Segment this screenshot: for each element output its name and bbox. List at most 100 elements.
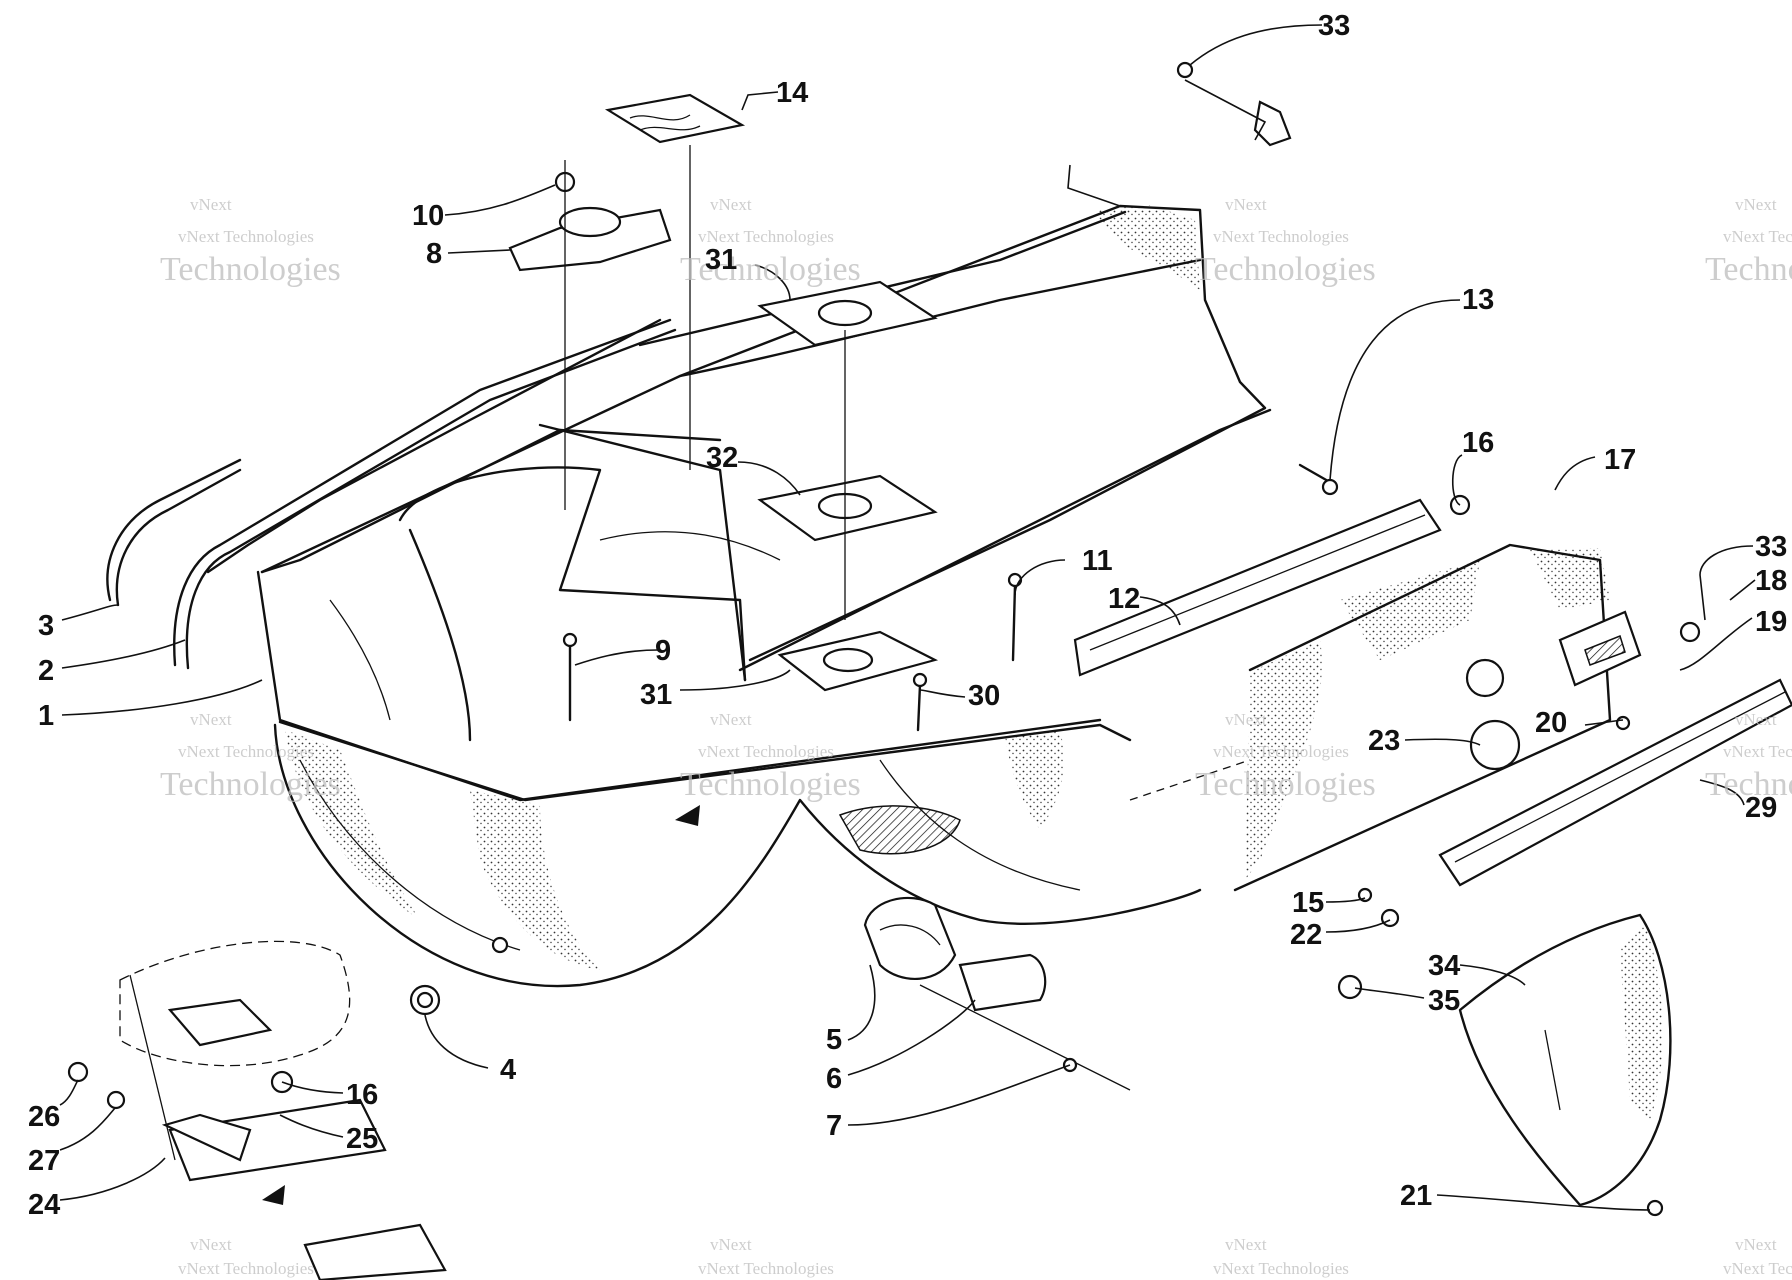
watermark-tile: vNext vNext Technologies bbox=[178, 1235, 314, 1278]
callout-31-bottom: 31 bbox=[640, 679, 672, 711]
svg-text:vNext: vNext bbox=[1225, 1235, 1267, 1254]
svg-text:vNext Technologies: vNext Technologies bbox=[1213, 1259, 1349, 1278]
watermark-tile: vNext vNext Technologies Technologies bbox=[1195, 710, 1376, 803]
callout-8: 8 bbox=[426, 238, 442, 270]
callout-7: 7 bbox=[826, 1110, 842, 1142]
hinge-bracket-part bbox=[508, 160, 672, 510]
svg-text:Technologies: Technologies bbox=[1195, 251, 1376, 288]
svg-text:vNext Technologies: vNext Technologies bbox=[698, 1259, 834, 1278]
svg-text:vNext Technologies: vNext Technologies bbox=[698, 742, 834, 761]
svg-text:vNext Technologies: vNext Technologies bbox=[178, 227, 314, 246]
callout-33-right: 33 bbox=[1755, 531, 1787, 563]
svg-text:vNext: vNext bbox=[710, 1235, 752, 1254]
watermark-tile: vNext vNext Technologies bbox=[698, 1235, 834, 1278]
watermark-tile: vNext vNext Technologies bbox=[1723, 1235, 1792, 1278]
callout-24: 24 bbox=[28, 1189, 60, 1221]
watermark-tile: vNext vNext Technologies bbox=[1213, 1235, 1349, 1278]
svg-text:vNext: vNext bbox=[1735, 1235, 1777, 1254]
svg-text:Technologies: Technologies bbox=[160, 251, 341, 288]
callout-14: 14 bbox=[776, 77, 808, 109]
watermark-tile: vNext vNext Technologies Technologies bbox=[160, 195, 341, 288]
watermark-tile: vNext vNext Technologies Technologies bbox=[160, 710, 341, 803]
svg-text:Technologies: Technologies bbox=[680, 251, 861, 288]
hitch-bracket-part bbox=[67, 940, 447, 1280]
callout-16-lower: 16 bbox=[346, 1079, 378, 1111]
callout-3: 3 bbox=[38, 610, 54, 642]
svg-text:vNext Technologies: vNext Technologies bbox=[1213, 227, 1349, 246]
boot-and-seal bbox=[863, 896, 1131, 1091]
callout-4: 4 bbox=[500, 1054, 516, 1086]
side-rails-part bbox=[106, 318, 677, 670]
callout-6: 6 bbox=[826, 1063, 842, 1095]
watermark-tile: vNext vNext Technologies Technologies bbox=[1705, 710, 1792, 803]
watermark-tile: vNext vNext Technologies Technologies bbox=[1195, 195, 1376, 288]
svg-text:vNext: vNext bbox=[710, 195, 752, 214]
belly-pan-part bbox=[256, 204, 1612, 1205]
rear-bumper-part bbox=[1438, 678, 1792, 887]
callout-19: 19 bbox=[1755, 606, 1787, 638]
pad-part bbox=[604, 93, 746, 470]
svg-text:vNext Technologies: vNext Technologies bbox=[698, 227, 834, 246]
svg-text:Technologies: Technologies bbox=[1705, 251, 1792, 288]
svg-text:vNext Technologies: vNext Technologies bbox=[1213, 742, 1349, 761]
callout-5: 5 bbox=[826, 1024, 842, 1056]
callout-32: 32 bbox=[706, 442, 738, 474]
watermark-tile: vNext vNext Technologies Technologies bbox=[1705, 195, 1792, 288]
mounting-plates bbox=[757, 280, 939, 692]
plate-31-top bbox=[757, 280, 938, 347]
callout-11: 11 bbox=[1082, 545, 1113, 577]
callout-29: 29 bbox=[1745, 792, 1777, 824]
callout-26: 26 bbox=[28, 1101, 60, 1133]
callout-25: 25 bbox=[346, 1123, 378, 1155]
taillight-part bbox=[1558, 610, 1642, 687]
svg-text:vNext: vNext bbox=[190, 1235, 232, 1254]
svg-text:vNext Technologies: vNext Technologies bbox=[178, 742, 314, 761]
plate-31-bottom bbox=[777, 630, 939, 692]
callout-35: 35 bbox=[1428, 985, 1460, 1017]
watermark-tile: vNext vNext Technologies Technologies bbox=[680, 195, 861, 288]
callout-10: 10 bbox=[412, 200, 444, 232]
svg-text:vNext Technologies: vNext Technologies bbox=[1723, 1259, 1792, 1278]
callout-34: 34 bbox=[1428, 950, 1460, 982]
callout-9: 9 bbox=[655, 635, 671, 667]
plate-32 bbox=[757, 474, 938, 542]
svg-text:Technologies: Technologies bbox=[160, 766, 341, 803]
watermark-tile: vNext vNext Technologies Technologies bbox=[680, 710, 861, 803]
svg-text:vNext Technologies: vNext Technologies bbox=[1723, 742, 1792, 761]
callout-labels: 33 14 10 8 31 13 16 17 32 33 18 19 11 12… bbox=[28, 10, 1787, 1221]
callout-17: 17 bbox=[1604, 444, 1636, 476]
svg-text:vNext: vNext bbox=[1225, 710, 1267, 729]
callout-13: 13 bbox=[1462, 284, 1494, 316]
callout-23: 23 bbox=[1368, 725, 1400, 757]
rivets bbox=[562, 463, 1339, 732]
callout-31: 31 bbox=[705, 244, 737, 276]
svg-text:vNext: vNext bbox=[190, 195, 232, 214]
svg-text:Technologies: Technologies bbox=[1195, 766, 1376, 803]
svg-text:vNext: vNext bbox=[190, 710, 232, 729]
snow-flap-part bbox=[1458, 913, 1672, 1207]
callout-33: 33 bbox=[1318, 10, 1350, 42]
callout-18: 18 bbox=[1755, 565, 1787, 597]
watermarks: vNext vNext Technologies Technologies vN… bbox=[160, 195, 1792, 1278]
svg-text:vNext: vNext bbox=[1735, 195, 1777, 214]
small-hardware bbox=[409, 61, 1701, 1217]
callout-1: 1 bbox=[38, 700, 54, 732]
svg-text:Technologies: Technologies bbox=[680, 766, 861, 803]
callout-12: 12 bbox=[1108, 583, 1140, 615]
svg-text:vNext: vNext bbox=[710, 710, 752, 729]
svg-text:vNext: vNext bbox=[1735, 710, 1777, 729]
callout-15: 15 bbox=[1292, 887, 1324, 919]
callout-20: 20 bbox=[1535, 707, 1567, 739]
callout-27: 27 bbox=[28, 1145, 60, 1177]
callout-22: 22 bbox=[1290, 919, 1322, 951]
svg-text:vNext Technologies: vNext Technologies bbox=[1723, 227, 1792, 246]
callout-30: 30 bbox=[968, 680, 1000, 712]
leader-lines bbox=[59, 24, 1756, 1211]
callout-21: 21 bbox=[1400, 1180, 1432, 1212]
svg-text:Technologies: Technologies bbox=[1705, 766, 1792, 803]
svg-text:vNext Technologies: vNext Technologies bbox=[178, 1259, 314, 1278]
svg-text:vNext: vNext bbox=[1225, 195, 1267, 214]
callout-2: 2 bbox=[38, 655, 54, 687]
trim-strip-part bbox=[1073, 498, 1442, 677]
